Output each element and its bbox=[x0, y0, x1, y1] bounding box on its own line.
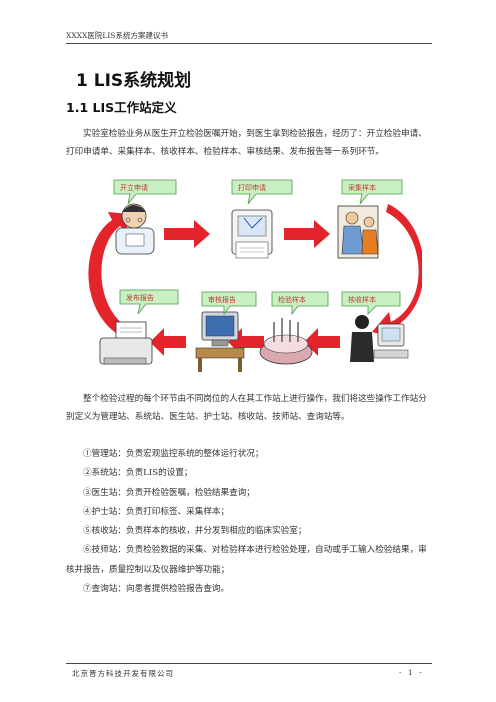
station-item-receive: ⑤核收站：负责样本的核收，并分发到相应的临床实验室； bbox=[83, 526, 307, 537]
step-bubble-review-report: 审核报告 bbox=[201, 291, 257, 316]
footer-company: 北京晋方科技开发有限公司 bbox=[72, 669, 174, 678]
top-arrow-2 bbox=[284, 220, 330, 248]
station-item-query: ⑦查询站：向患者提供检验报告查询。 bbox=[83, 584, 230, 595]
workflow-diagram: 开立申请 打印申请 采集样本 发布报告 审核报告 检验样本 核收样本 bbox=[88, 179, 422, 372]
step-bubble-open-request: 开立申请 bbox=[113, 179, 177, 205]
step-label-receive-sample: 核收样本 bbox=[348, 295, 376, 304]
step-bubble-receive-sample: 核收样本 bbox=[341, 291, 401, 315]
step-bubble-publish-report: 发布报告 bbox=[119, 289, 179, 315]
section-heading: 1.1 LIS工作站定义 bbox=[66, 100, 177, 115]
bottom-arrow-1 bbox=[150, 328, 186, 356]
top-arrow-1 bbox=[164, 220, 210, 248]
left-curve-arrow bbox=[88, 212, 130, 337]
chapter-heading: 1 LIS系统规划 bbox=[76, 71, 192, 91]
station-item-system: ②系统站：负责LIS的设置； bbox=[83, 468, 193, 479]
step-label-print-request: 打印申请 bbox=[238, 183, 266, 192]
station-item-admin: ①管理站：负责宏观监控系统的整体运行状况； bbox=[83, 449, 264, 459]
stations-paragraph: 整个检验过程的每个环节由不同岗位的人在其工作站上进行操作，我们将这些操作工作站分… bbox=[66, 394, 427, 422]
step-label-open-request: 开立申请 bbox=[120, 183, 148, 192]
station-item-nurse: ④护士站：负责打印标签、采集样本； bbox=[83, 506, 230, 517]
nurse-icon bbox=[337, 205, 379, 259]
fax-icon bbox=[99, 321, 153, 365]
step-label-review-report: 审核报告 bbox=[208, 295, 236, 304]
station-item-technician: ⑥技师站：负责检验数据的采集、对检验样本进行检验处理，自动或手工输入检验结果，审… bbox=[66, 545, 427, 575]
receptionist-icon bbox=[350, 315, 409, 362]
step-bubble-collect-sample: 采集样本 bbox=[341, 179, 403, 205]
right-curve-arrow bbox=[372, 204, 422, 338]
step-bubble-test-sample: 检验样本 bbox=[271, 291, 329, 316]
step-bubble-print-request: 打印申请 bbox=[231, 179, 293, 205]
intro-paragraph: 实验室检验业务从医生开立检验医嘱开始，到医生拿到检验报告，经历了：开立检验申请、… bbox=[66, 129, 427, 157]
printer-icon bbox=[231, 209, 273, 259]
doctor-icon bbox=[115, 203, 155, 255]
footer-rule bbox=[66, 663, 432, 664]
bottom-arrow-3 bbox=[304, 328, 340, 356]
step-label-collect-sample: 采集样本 bbox=[348, 183, 376, 192]
station-list: ①管理站：负责宏观监控系统的整体运行状况； ②系统站：负责LIS的设置； ③医生… bbox=[66, 445, 434, 599]
sample-tray-icon bbox=[259, 318, 313, 365]
computer-icon bbox=[195, 311, 245, 372]
step-label-test-sample: 检验样本 bbox=[278, 295, 306, 304]
step-label-publish-report: 发布报告 bbox=[126, 293, 154, 302]
page-number: - 1 - bbox=[399, 668, 424, 677]
station-item-doctor: ③医生站：负责开检验医嘱，检验结果查询； bbox=[83, 487, 255, 498]
document-header: XXXX医院LIS系统方案建议书 bbox=[66, 31, 168, 40]
header-rule bbox=[66, 43, 432, 44]
